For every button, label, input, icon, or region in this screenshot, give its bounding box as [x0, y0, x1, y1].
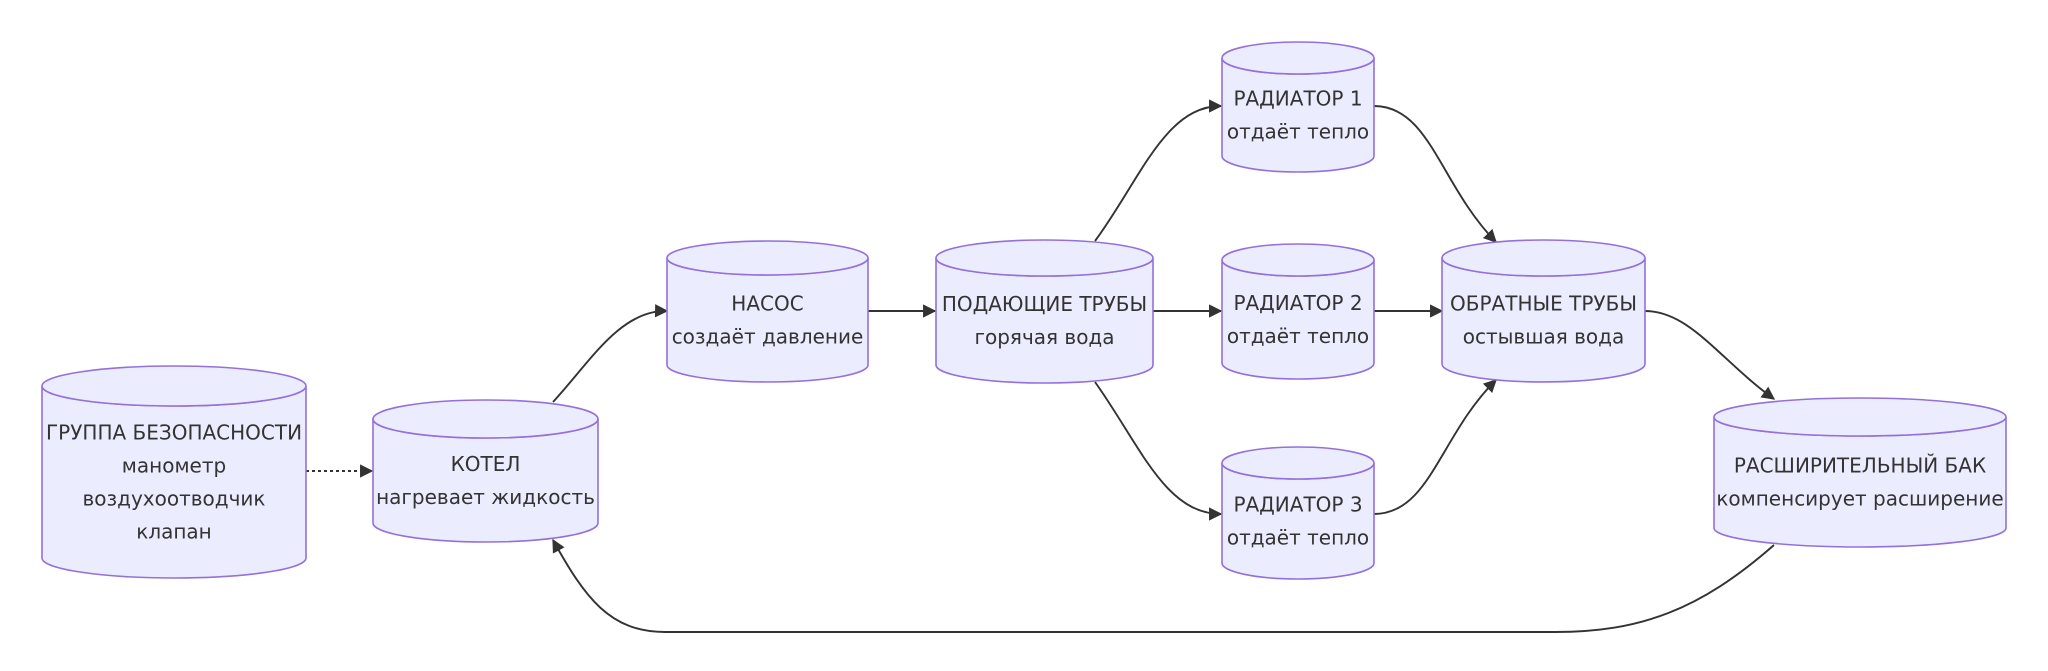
node-safety-label-0: ГРУППА БЕЗОПАСНОСТИ	[46, 421, 302, 445]
node-pump-label-1: создаёт давление	[672, 325, 864, 349]
edges	[306, 99, 1776, 633]
node-tank: РАСШИРИТЕЛЬНЫЙ БАК компенсирует расширени…	[1713, 397, 2007, 548]
node-safety-label-2: воздухоотводчик	[82, 487, 265, 511]
node-supply-cylinder-top	[935, 239, 1154, 277]
node-rad1-cylinder-top	[1221, 41, 1375, 75]
edge-supply-rad3	[1094, 381, 1223, 521]
node-rad3-label-1: отдаёт тепло	[1227, 526, 1369, 550]
node-rad3-cylinder-top	[1221, 446, 1375, 480]
node-rad1-label-0: РАДИАТОР 1	[1233, 87, 1362, 111]
node-tank-label-1: компенсирует расширение	[1716, 487, 2003, 511]
node-pump-cylinder-body	[666, 257, 869, 383]
node-safety-cylinder-top	[41, 365, 307, 407]
node-boiler-label-1: нагревает жидкость	[376, 485, 595, 509]
node-rad2: РАДИАТОР 2 отдаёт тепло	[1221, 243, 1375, 380]
node-rad3: РАДИАТОР 3 отдаёт тепло	[1221, 446, 1375, 580]
node-supply: ПОДАЮЩИЕ ТРУБЫ горячая вода	[935, 239, 1154, 384]
node-rad1-cylinder-body	[1221, 57, 1375, 173]
edge-boiler-pump	[552, 304, 669, 403]
node-rad1-label-1: отдаёт тепло	[1227, 120, 1369, 144]
node-rad2-label-0: РАДИАТОР 2	[1233, 291, 1362, 315]
node-rad2-cylinder-body	[1221, 259, 1375, 380]
node-rad2-cylinder-top	[1221, 243, 1375, 277]
node-tank-label-0: РАСШИРИТЕЛЬНЫЙ БАК	[1734, 454, 1986, 478]
node-return-label-0: ОБРАТНЫЕ ТРУБЫ	[1450, 292, 1637, 316]
node-pump-cylinder-top	[666, 240, 869, 276]
node-pump-label-0: НАСОС	[731, 292, 803, 316]
node-rad3-label-0: РАДИАТОР 3	[1233, 493, 1362, 517]
node-pump: НАСОС создаёт давление	[666, 240, 869, 383]
edge-tank-boiler	[552, 538, 1775, 633]
node-safety-cylinder-body	[41, 385, 307, 579]
node-safety: ГРУППА БЕЗОПАСНОСТИ манометр воздухоотводч…	[41, 365, 307, 579]
edge-supply-rad1	[1094, 99, 1223, 242]
node-boiler-cylinder-top	[372, 399, 599, 439]
node-safety-label-1: манометр	[122, 454, 226, 478]
node-boiler-label-0: КОТЕЛ	[451, 452, 521, 476]
node-boiler: КОТЕЛ нагревает жидкость	[372, 399, 599, 543]
node-rad3-cylinder-body	[1221, 462, 1375, 580]
node-return: ОБРАТНЫЕ ТРУБЫ остывшая вода	[1441, 239, 1646, 383]
node-return-cylinder-top	[1441, 239, 1646, 277]
node-supply-label-1: горячая вода	[974, 325, 1114, 349]
nodes: ГРУППА БЕЗОПАСНОСТИ манометр воздухоотводч…	[41, 41, 2007, 580]
node-rad1: РАДИАТОР 1 отдаёт тепло	[1221, 41, 1375, 173]
node-supply-label-0: ПОДАЮЩИЕ ТРУБЫ	[942, 292, 1147, 316]
node-rad2-label-1: отдаёт тепло	[1227, 324, 1369, 348]
node-tank-cylinder-top	[1713, 397, 2007, 437]
edge-rad3-return	[1373, 379, 1497, 515]
node-return-label-1: остывшая вода	[1463, 325, 1625, 349]
edge-return-tank	[1644, 310, 1776, 400]
node-safety-label-3: клапан	[136, 520, 212, 544]
edge-rad1-return	[1373, 105, 1497, 243]
